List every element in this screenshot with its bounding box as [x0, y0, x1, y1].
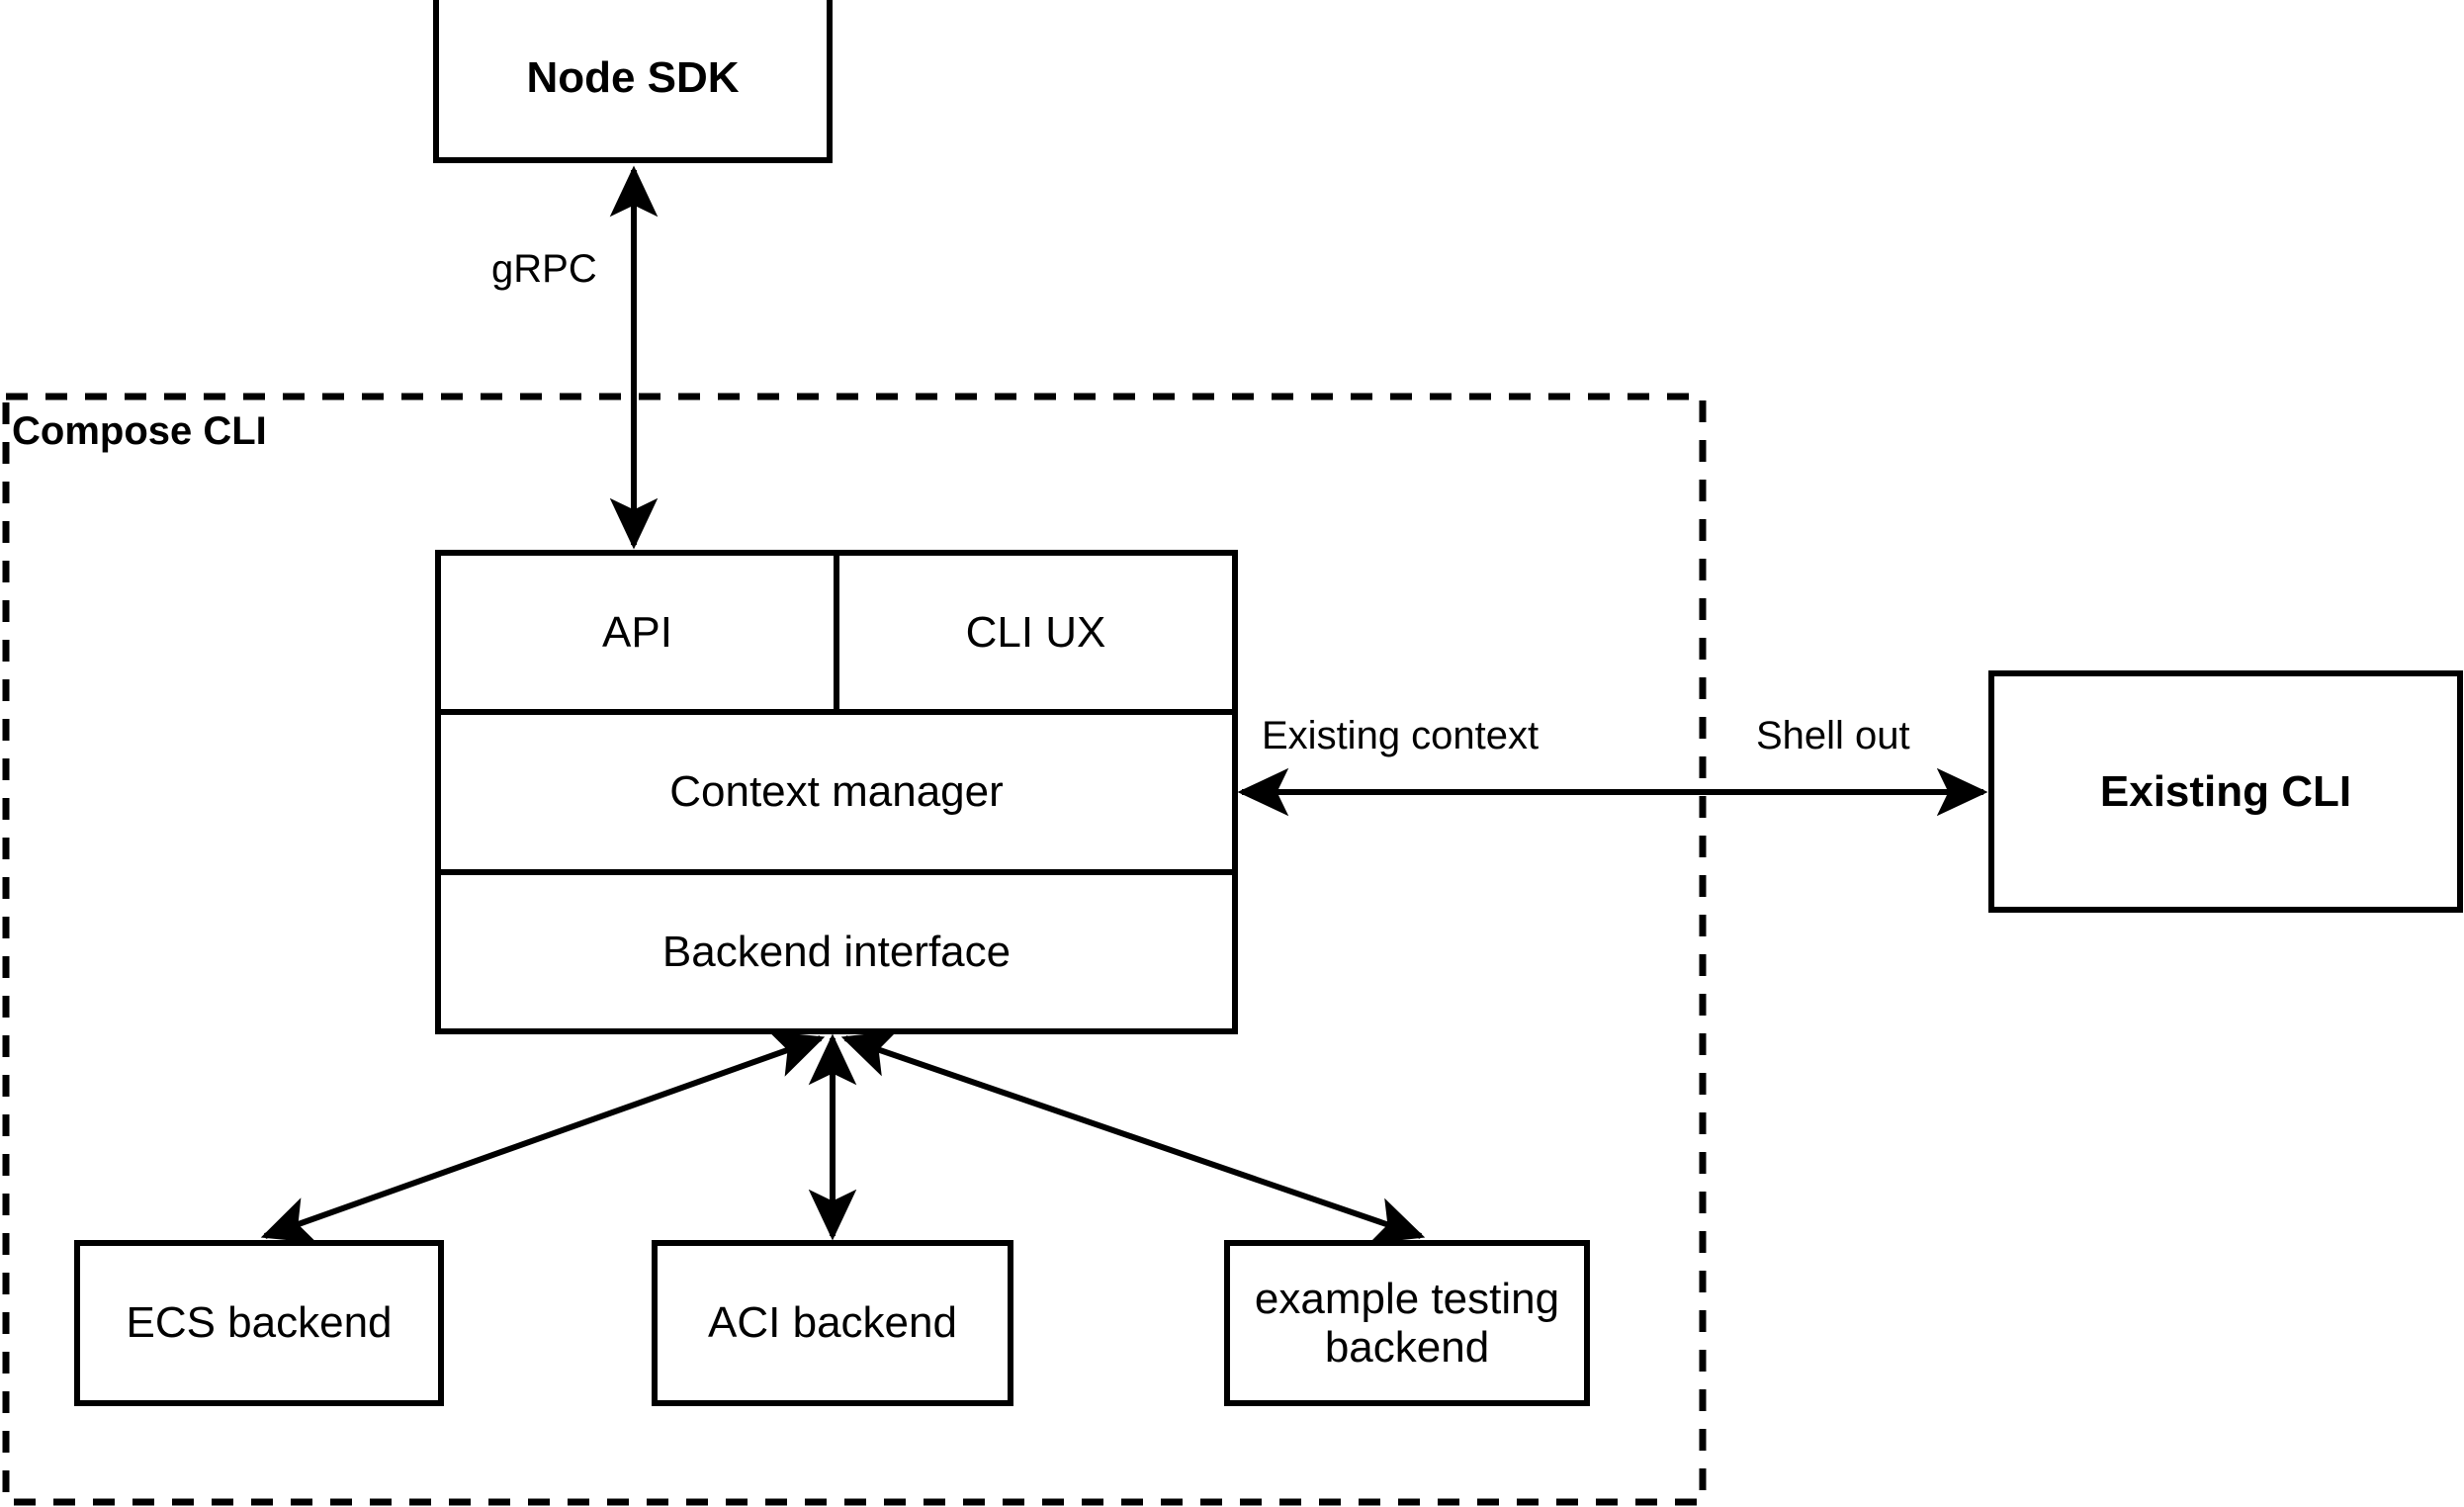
aci-backend-box	[652, 1240, 1013, 1406]
backend-to-ecs-arrow	[260, 1030, 826, 1244]
backend-to-example-arrow	[840, 1030, 1426, 1244]
compose-cli-group-label: Compose CLI	[12, 409, 267, 453]
ecs-backend-box	[74, 1240, 444, 1406]
node-sdk-box	[433, 0, 833, 163]
example-testing-backend-box	[1224, 1240, 1590, 1406]
compose-cli-group-border	[2, 393, 1707, 1506]
existing-cli-box	[1988, 670, 2463, 913]
